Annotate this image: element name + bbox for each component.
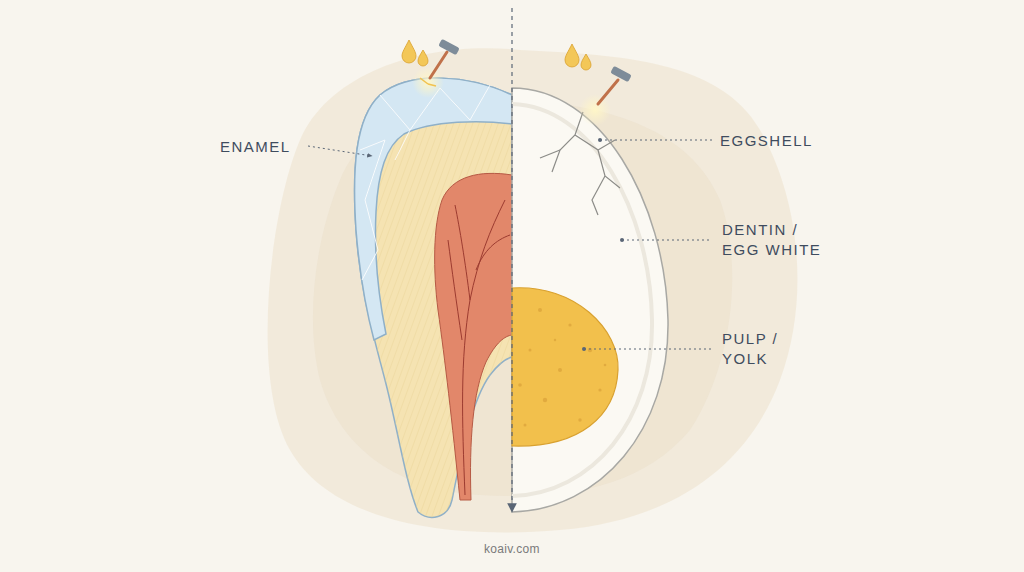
center-divider: [511, 8, 512, 508]
leader-lines: [308, 140, 712, 349]
pulp-chamber: [435, 173, 512, 500]
impact-icon: [565, 44, 632, 126]
watercolor-ground: [268, 48, 798, 532]
impact-icon: [402, 39, 460, 98]
leader-dots: [582, 138, 624, 351]
part-label: PULP / YOLK: [722, 329, 802, 369]
part-label: ENAMEL: [220, 137, 291, 157]
part-label: DENTIN / EGG WHITE: [722, 220, 836, 260]
nerve-lines: [448, 200, 510, 495]
part-label: EGGSHELL: [720, 131, 813, 151]
egg-outline: [512, 88, 668, 512]
yolk-texture: [518, 308, 606, 427]
dentin-texture: [355, 78, 512, 517]
tooth-outline: [355, 78, 512, 517]
watermark: koaiv.com: [484, 542, 540, 556]
shell-cracks: [540, 112, 620, 215]
yolk: [512, 288, 618, 446]
egg-white-ring: [512, 104, 652, 496]
